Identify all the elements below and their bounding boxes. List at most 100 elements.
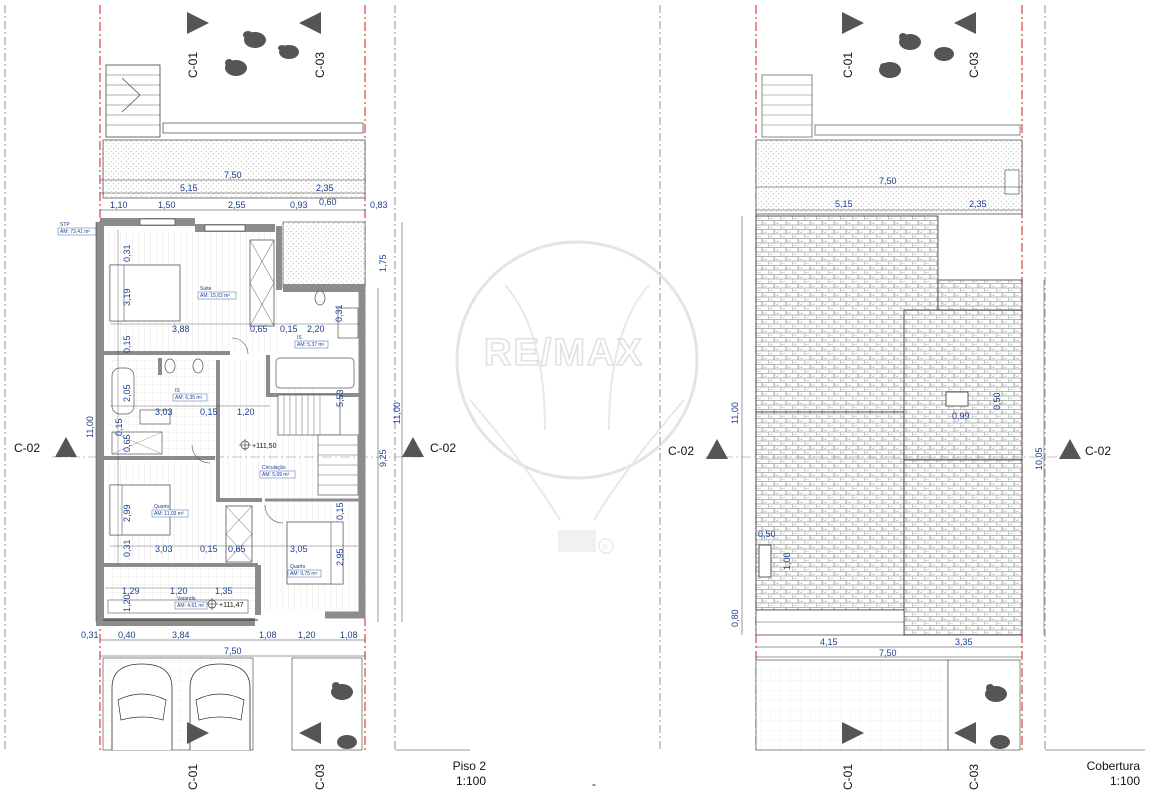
svg-text:0,31: 0,31 bbox=[81, 630, 99, 640]
svg-text:7,50: 7,50 bbox=[224, 646, 242, 656]
svg-text:3,88: 3,88 bbox=[172, 324, 190, 334]
svg-text:Suite: Suite bbox=[200, 286, 212, 292]
svg-text:0,15: 0,15 bbox=[114, 418, 124, 436]
section-marker-c01-bottom-left: C-01 bbox=[186, 722, 209, 790]
svg-text:2,99: 2,99 bbox=[122, 504, 132, 522]
svg-text:3,84: 3,84 bbox=[172, 630, 190, 640]
svg-text:+111,47: +111,47 bbox=[219, 602, 244, 609]
svg-text:4,15: 4,15 bbox=[820, 637, 838, 647]
svg-text:3,03: 3,03 bbox=[155, 407, 173, 417]
left-room-labels: STP AM: 73,41 m² Suite AM: 15,63 m² IS A… bbox=[57, 222, 329, 610]
svg-text:C-01: C-01 bbox=[186, 52, 200, 78]
svg-text:AM: 73,41 m²: AM: 73,41 m² bbox=[60, 229, 90, 235]
svg-text:AM: 6,35 m²: AM: 6,35 m² bbox=[175, 395, 203, 401]
right-plan-title: Cobertura bbox=[1086, 759, 1140, 773]
svg-text:2,05: 2,05 bbox=[122, 384, 132, 402]
svg-text:2,55: 2,55 bbox=[228, 200, 246, 210]
svg-text:1,35: 1,35 bbox=[215, 586, 233, 596]
right-top-terrace bbox=[755, 139, 1023, 215]
svg-text:AM: 5,69 m²: AM: 5,69 m² bbox=[262, 472, 290, 478]
right-top-dimensions: 7,50 5,15 2,35 bbox=[756, 176, 1022, 211]
svg-text:1,29: 1,29 bbox=[122, 586, 140, 596]
svg-text:0,65: 0,65 bbox=[228, 544, 246, 554]
section-marker-c01-bottom-right: C-01 bbox=[841, 722, 864, 790]
section-marker-c03-top-right: C-03 bbox=[954, 12, 981, 78]
right-roof-dimensions: 11,00 10,05 0,99 0,50 0,50 1,00 0,80 4,1… bbox=[730, 216, 1045, 658]
svg-text:STP: STP bbox=[60, 222, 70, 228]
svg-text:C-01: C-01 bbox=[841, 764, 855, 790]
svg-text:0,15: 0,15 bbox=[335, 502, 345, 520]
svg-text:C-03: C-03 bbox=[967, 764, 981, 790]
svg-text:C-01: C-01 bbox=[841, 52, 855, 78]
section-marker-c01-top-left: C-01 bbox=[186, 12, 209, 78]
svg-text:5,15: 5,15 bbox=[835, 199, 853, 209]
remax-watermark: RE/MAX ® bbox=[455, 240, 699, 554]
section-marker-c01-top-right: C-01 bbox=[841, 12, 864, 78]
svg-text:Circulação: Circulação bbox=[262, 465, 286, 471]
svg-text:1,20: 1,20 bbox=[298, 630, 316, 640]
left-plan-scale: 1:100 bbox=[455, 774, 486, 788]
svg-text:C-02: C-02 bbox=[430, 441, 456, 455]
left-plan-caption: Piso 2 1:100 bbox=[400, 759, 486, 789]
svg-text:2,95: 2,95 bbox=[335, 548, 345, 566]
svg-text:1,75: 1,75 bbox=[378, 254, 388, 272]
svg-text:5,15: 5,15 bbox=[180, 183, 198, 193]
svg-text:2,35: 2,35 bbox=[316, 183, 334, 193]
svg-text:C-02: C-02 bbox=[668, 444, 694, 458]
right-plan-caption: Cobertura 1:100 bbox=[1050, 759, 1140, 789]
svg-text:7,50: 7,50 bbox=[879, 648, 897, 658]
svg-text:3,35: 3,35 bbox=[955, 637, 973, 647]
left-top-terrace bbox=[102, 139, 366, 199]
svg-text:1,08: 1,08 bbox=[259, 630, 277, 640]
svg-text:C-03: C-03 bbox=[313, 52, 327, 78]
svg-text:3,05: 3,05 bbox=[290, 544, 308, 554]
left-bottom-garage bbox=[102, 657, 363, 751]
svg-text:0,50: 0,50 bbox=[992, 392, 1002, 410]
svg-text:0,15: 0,15 bbox=[200, 544, 218, 554]
left-roof-overhang bbox=[282, 221, 366, 289]
svg-text:AM: 4,61 m²: AM: 4,61 m² bbox=[177, 603, 205, 609]
svg-text:IS: IS bbox=[297, 335, 302, 341]
svg-text:2,20: 2,20 bbox=[307, 324, 325, 334]
svg-text:+111,50: +111,50 bbox=[252, 443, 277, 450]
svg-text:11,00: 11,00 bbox=[392, 402, 402, 424]
svg-text:1,10: 1,10 bbox=[110, 200, 128, 210]
svg-text:11,00: 11,00 bbox=[85, 416, 95, 438]
svg-text:®: ® bbox=[602, 543, 608, 552]
right-bottom-area bbox=[755, 659, 1021, 751]
section-line-c02-left: C-02 C-02 bbox=[14, 437, 456, 458]
svg-text:1,20: 1,20 bbox=[170, 586, 188, 596]
svg-text:1,00: 1,00 bbox=[782, 552, 792, 570]
svg-text:AM: 15,63 m²: AM: 15,63 m² bbox=[200, 293, 230, 299]
shrub-icon bbox=[985, 684, 1010, 749]
svg-text:0,60: 0,60 bbox=[319, 197, 337, 207]
svg-text:0,40: 0,40 bbox=[118, 630, 136, 640]
center-mark: - bbox=[592, 777, 596, 791]
svg-text:10,05: 10,05 bbox=[1034, 447, 1044, 470]
svg-text:7,50: 7,50 bbox=[224, 170, 242, 180]
svg-text:0,83: 0,83 bbox=[370, 200, 388, 210]
left-plan-title: Piso 2 bbox=[452, 759, 486, 773]
svg-text:1,20: 1,20 bbox=[237, 407, 255, 417]
shrub-icon bbox=[331, 682, 357, 749]
svg-text:C-01: C-01 bbox=[186, 764, 200, 790]
section-marker-c03-bottom-left: C-03 bbox=[299, 722, 327, 790]
svg-text:0,65: 0,65 bbox=[250, 324, 268, 334]
svg-text:0,31: 0,31 bbox=[122, 539, 132, 557]
svg-text:0,31: 0,31 bbox=[122, 244, 132, 262]
svg-text:0,15: 0,15 bbox=[280, 324, 298, 334]
section-marker-c03-bottom-right: C-03 bbox=[954, 722, 981, 790]
section-line-c02-right: C-02 C-02 bbox=[668, 439, 1111, 459]
svg-text:RE/MAX: RE/MAX bbox=[484, 332, 644, 374]
svg-text:Quarto: Quarto bbox=[290, 564, 306, 570]
car-icon bbox=[111, 663, 173, 750]
svg-text:AM: 9,75 m²: AM: 9,75 m² bbox=[290, 571, 318, 577]
svg-text:C-03: C-03 bbox=[967, 52, 981, 78]
svg-text:0,15: 0,15 bbox=[200, 407, 218, 417]
svg-text:0,65: 0,65 bbox=[122, 434, 132, 452]
svg-text:C-02: C-02 bbox=[1085, 444, 1111, 458]
svg-text:0,93: 0,93 bbox=[290, 200, 308, 210]
svg-text:AM: 11,03 m²: AM: 11,03 m² bbox=[154, 511, 184, 517]
left-top-dimensions: 7,50 5,15 2,35 1,10 1,50 2,55 0,93 0,60 … bbox=[100, 170, 388, 211]
